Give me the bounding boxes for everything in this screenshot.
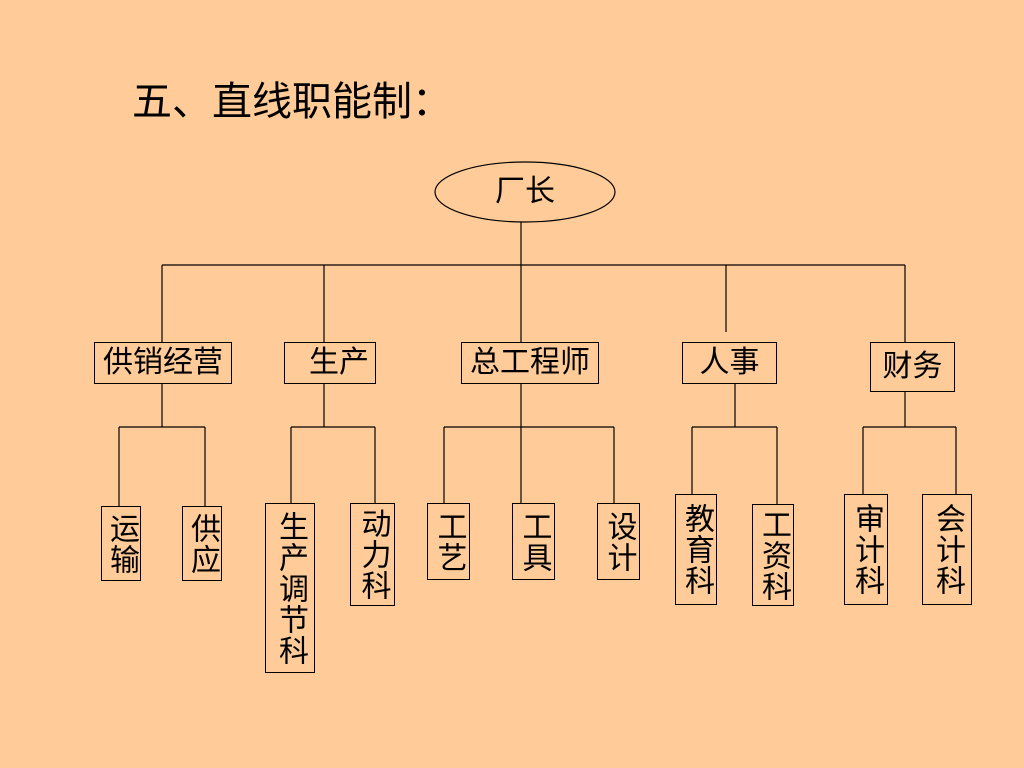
dept-sales: 供销经营	[94, 342, 232, 384]
dept-hr: 人事	[682, 342, 777, 384]
section-production-dispatch: 生产调节科	[265, 503, 315, 673]
section-design: 设计	[597, 503, 640, 580]
section-transport: 运输	[101, 506, 141, 581]
section-power: 动力科	[350, 503, 395, 606]
dept-production: 生产	[284, 342, 376, 384]
section-supply: 供应	[182, 506, 222, 581]
section-education: 教育科	[675, 494, 717, 605]
slide-title: 五、直线职能制：	[132, 79, 452, 125]
section-audit: 审计科	[844, 494, 888, 605]
dept-chief-engineer: 总工程师	[461, 342, 599, 384]
section-craft: 工艺	[427, 503, 470, 580]
section-wages: 工资科	[752, 504, 794, 606]
dept-finance: 财务	[870, 342, 955, 392]
root-node: 厂长	[495, 174, 555, 209]
root-ellipse	[434, 161, 616, 223]
section-accounting: 会计科	[922, 494, 972, 605]
section-tools: 工具	[512, 503, 555, 580]
